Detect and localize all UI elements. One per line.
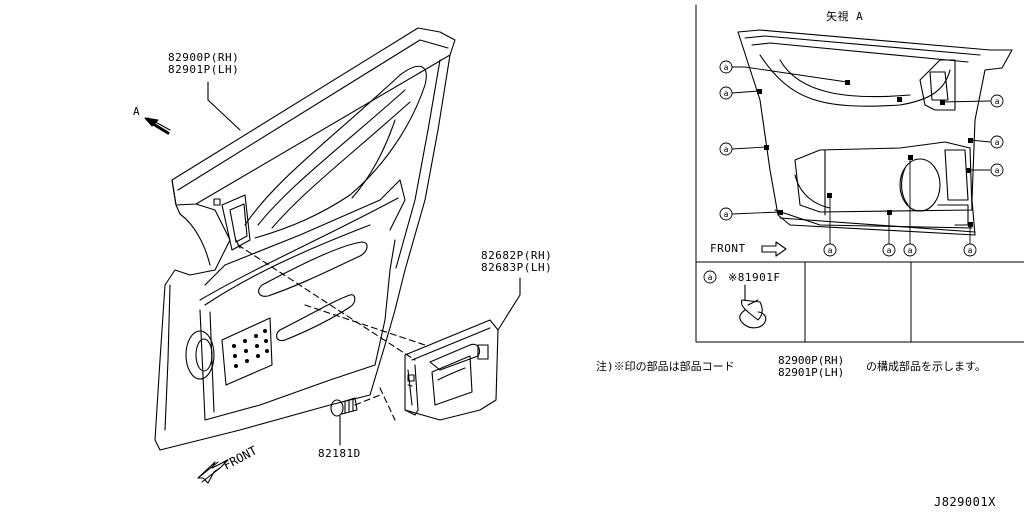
clip-81901f-drawing — [739, 284, 767, 329]
marker-a: a — [995, 97, 1000, 106]
marker-letters: a a a a a a a a a a a a — [708, 63, 1000, 282]
marker-a: a — [724, 89, 729, 98]
diagram-id: J829001X — [934, 495, 996, 509]
pocket-part-number-lh: 82683P(LH) — [481, 261, 553, 274]
note-part-lh: 82901P(LH) — [778, 366, 845, 379]
pocket-part-number-rh: 82682P(RH) — [481, 249, 553, 262]
assembly-dashed-lines — [237, 244, 426, 421]
screw-part-number: 82181D — [318, 447, 361, 460]
view-a-frame — [695, 4, 1024, 343]
trim-leader-line — [207, 81, 241, 131]
front-arrow-main — [197, 459, 229, 484]
marker-a: a — [724, 210, 729, 219]
marker-a: a — [828, 246, 833, 255]
marker-a: a — [724, 145, 729, 154]
marker-a: a — [708, 273, 713, 282]
view-a-title: 矢視 A — [826, 10, 864, 23]
door-trim-panel — [154, 27, 456, 451]
front-label-main: FRONT — [221, 443, 259, 472]
clip-leader-lines — [731, 66, 991, 244]
note-prefix: 注)※印の部品は部品コード — [596, 360, 735, 373]
front-label-view: FRONT — [710, 242, 746, 255]
marker-a: a — [968, 246, 973, 255]
marker-a: a — [908, 246, 913, 255]
pull-pocket-part — [404, 319, 499, 421]
marker-a: a — [887, 246, 892, 255]
trim-part-number-rh: 82900P(RH) — [168, 51, 240, 64]
view-a-trim-back — [737, 29, 1013, 236]
clip-part-number: ※81901F — [728, 271, 781, 284]
view-a-marker: A — [133, 105, 141, 118]
note-suffix: の構成部品を示します。 — [866, 360, 986, 373]
clip-markers — [703, 60, 1004, 284]
screw-part — [330, 397, 358, 446]
pocket-leader-line — [497, 277, 521, 331]
note-part-rh: 82900P(RH) — [778, 354, 845, 367]
front-arrow-view — [761, 241, 787, 257]
trim-part-number-lh: 82901P(LH) — [168, 63, 240, 76]
view-a-arrow — [144, 117, 171, 135]
marker-a: a — [995, 166, 1000, 175]
marker-a: a — [724, 63, 729, 72]
marker-a: a — [995, 138, 1000, 147]
